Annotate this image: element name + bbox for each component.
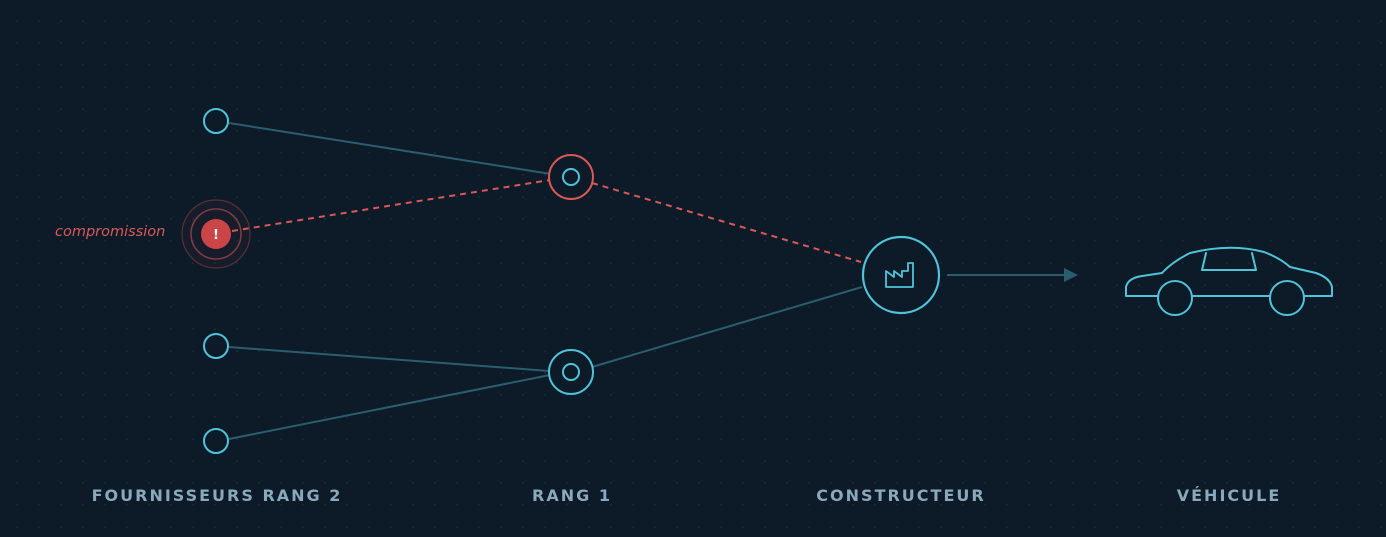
link-t2c-t1b	[228, 346, 550, 372]
arrowhead-icon	[1064, 268, 1078, 282]
factory-icon	[885, 262, 914, 288]
link-t2b-t1a-compromised	[231, 179, 551, 232]
link-t2a-t1a	[228, 122, 552, 175]
alert-badge: !	[213, 228, 219, 243]
link-t1a-oem-compromised	[591, 182, 862, 263]
node-manufacturer[interactable]	[861, 235, 941, 315]
column-label-vehicle: VÉHICULE	[1176, 486, 1282, 505]
column-label-manufacturer: CONSTRUCTEUR	[816, 486, 986, 505]
node-tier2-b-compromised[interactable]: !	[181, 199, 251, 269]
node-tier2-a[interactable]	[203, 108, 229, 134]
node-tier1-a-affected[interactable]	[548, 154, 594, 200]
node-tier2-c[interactable]	[203, 333, 229, 359]
compromission-label: compromission	[55, 224, 166, 240]
column-label-tier2: FOURNISSEURS RANG 2	[91, 486, 343, 505]
node-tier2-d[interactable]	[203, 428, 229, 454]
node-tier1-b[interactable]	[548, 349, 594, 395]
column-label-tier1: RANG 1	[532, 486, 612, 505]
car-icon[interactable]	[1125, 246, 1333, 316]
link-t2d-t1b	[228, 374, 551, 440]
link-t1b-oem	[591, 286, 863, 368]
